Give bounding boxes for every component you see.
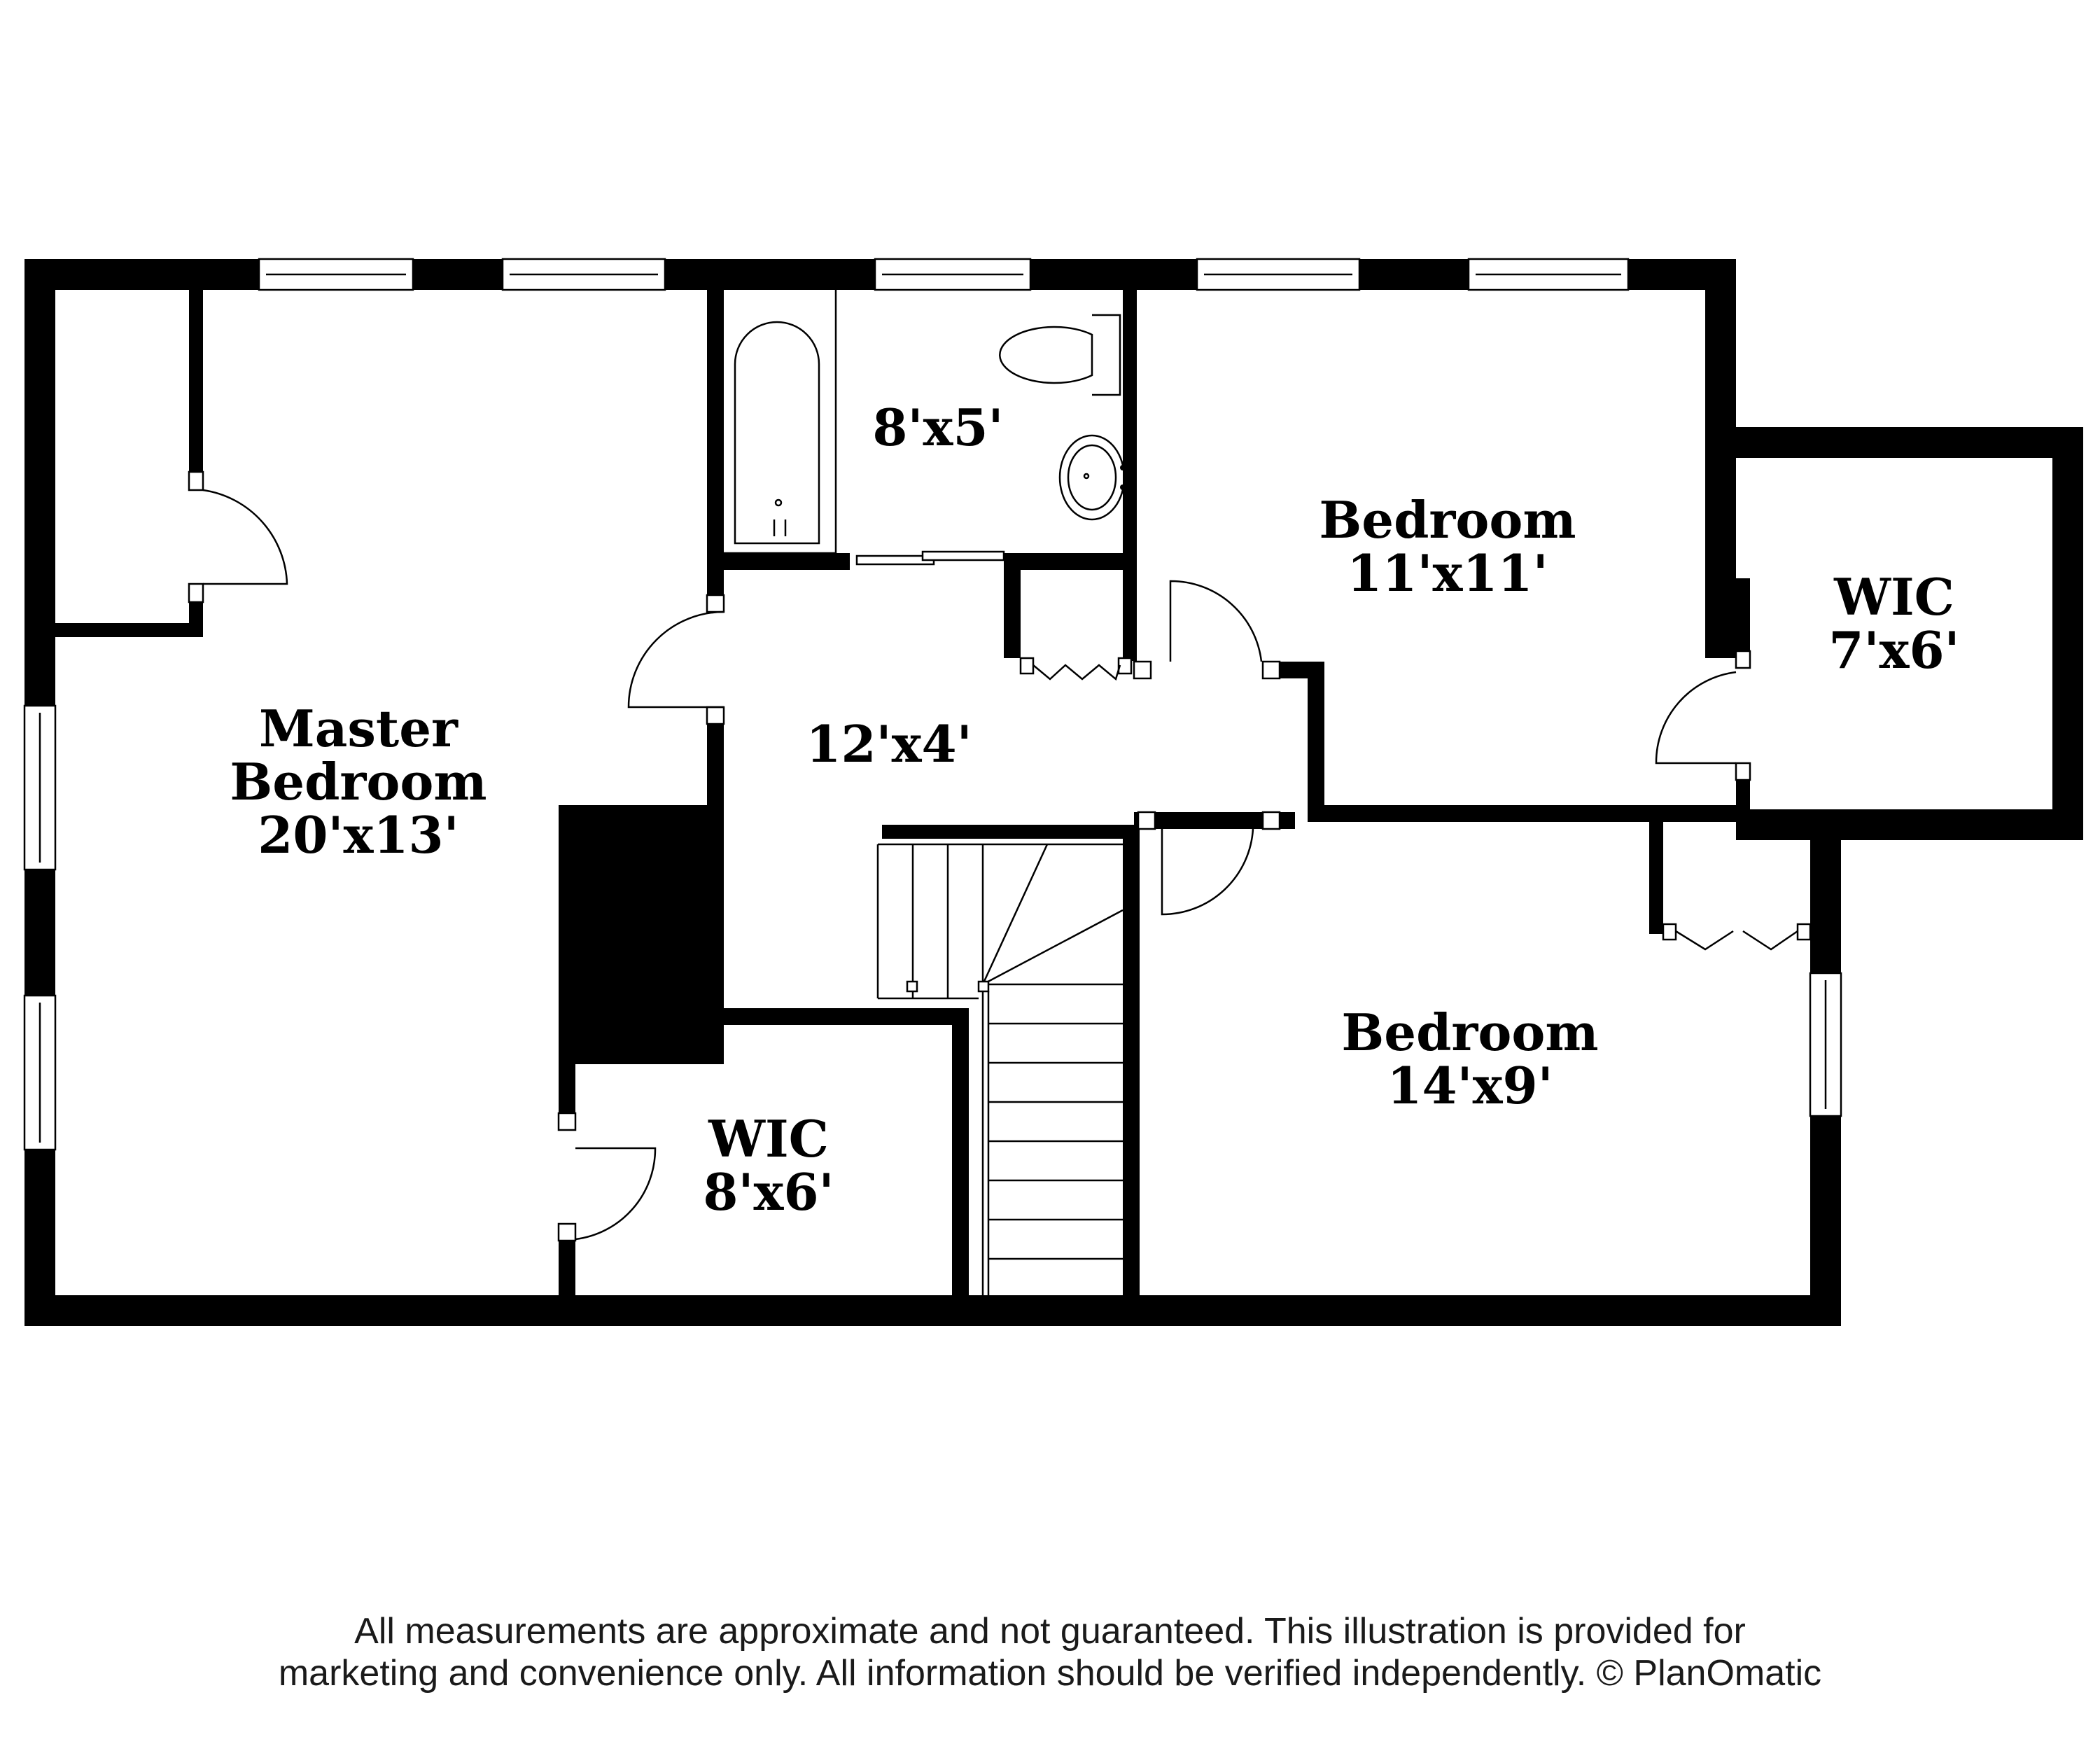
master-bedroom-size: 20'x13' [258, 805, 458, 865]
bathtub-icon [734, 321, 820, 545]
disclaimer-line2: marketing and convenience only. All info… [278, 1653, 1822, 1694]
master-wic-door[interactable] [575, 1147, 657, 1241]
upper-bedroom-door[interactable] [1169, 580, 1263, 662]
disclaimer: All measurements are approximate and not… [0, 1610, 2100, 1694]
upper-bedroom-name: Bedroom [1319, 490, 1576, 550]
lower-bedroom-door[interactable] [1161, 828, 1254, 916]
master-wic-size: 8'x6' [703, 1162, 834, 1222]
upper-bedroom-size: 11'x11' [1347, 543, 1548, 603]
windows [23, 258, 1842, 1151]
right-wic-size: 7'x6' [1828, 620, 1959, 680]
bathroom-size: 8'x5' [872, 398, 1003, 457]
sink-icon [1058, 434, 1126, 521]
lower-bedroom-name: Bedroom [1341, 1003, 1598, 1062]
bedroom-closet-bifold-door[interactable] [1675, 930, 1798, 951]
staircase [876, 843, 1124, 1295]
doors [188, 470, 1812, 1242]
bath-fixtures [724, 290, 1126, 554]
right-wic-name: WIC [1833, 567, 1954, 627]
master-bedroom-door[interactable] [627, 611, 724, 709]
right-wic-door[interactable] [1655, 671, 1737, 765]
exterior-walls [24, 259, 2083, 1326]
room-labels: Master Bedroom 20'x13' 8'x5' 12'x4' Bedr… [230, 398, 1959, 1222]
master-wic-name: WIC [708, 1109, 829, 1169]
lower-bedroom-size: 14'x9' [1387, 1056, 1553, 1115]
toilet-icon [999, 314, 1121, 396]
master-bedroom-name-line1: Master [259, 699, 458, 758]
hallway-size: 12'x4' [806, 714, 972, 774]
hall-closet-bifold-door[interactable] [1032, 664, 1121, 681]
master-closet-door[interactable] [202, 489, 288, 585]
master-bedroom-name-line2: Bedroom [230, 752, 486, 811]
disclaimer-line1: All measurements are approximate and not… [354, 1611, 1746, 1652]
